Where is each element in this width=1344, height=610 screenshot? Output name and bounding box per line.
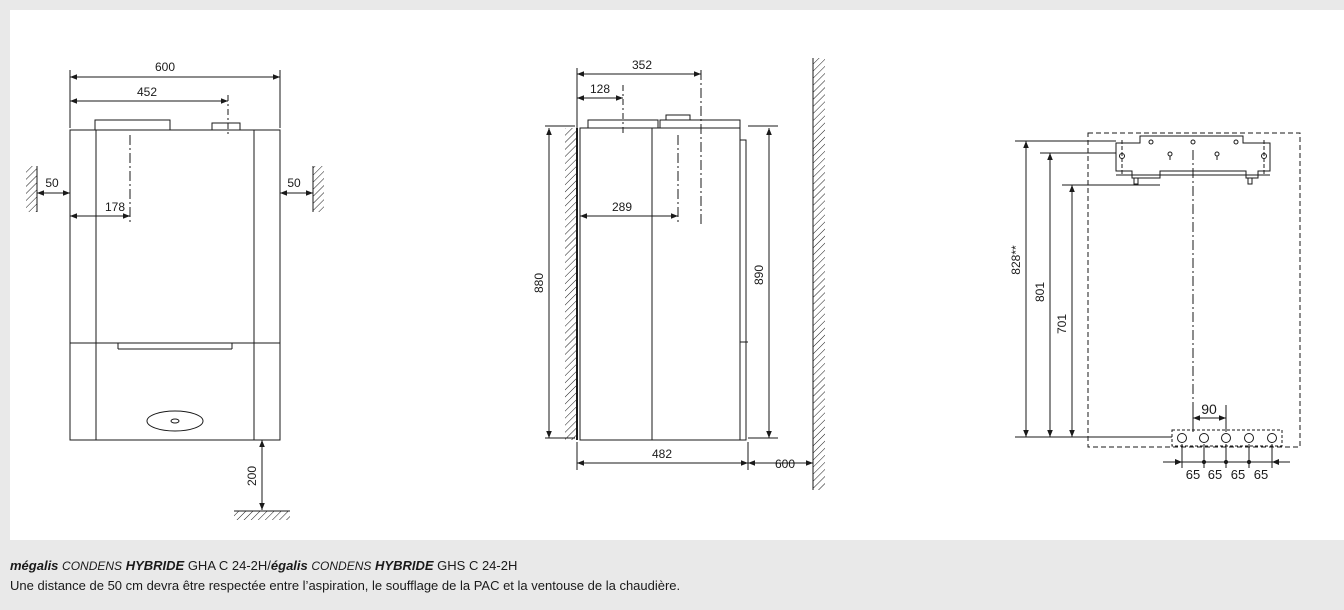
dim-mid-height: 801 bbox=[1033, 282, 1047, 302]
dim-pipe-spacing: 90 bbox=[1201, 401, 1217, 417]
model2-type: HYBRIDE bbox=[375, 558, 434, 573]
model1-ref: GHA C 24-2H/ bbox=[184, 558, 271, 573]
dim-left-height: 880 bbox=[532, 273, 546, 293]
model2-name: égalis bbox=[270, 558, 308, 573]
dim-spacing-1: 65 bbox=[1186, 467, 1200, 482]
side-view bbox=[545, 58, 825, 490]
caption-note: Une distance de 50 cm devra être respect… bbox=[10, 578, 681, 593]
right-wall bbox=[313, 166, 324, 212]
boiler-outline bbox=[1087, 132, 1301, 448]
dim-flue-depth: 289 bbox=[612, 200, 632, 214]
dim-total-height: 828** bbox=[1009, 245, 1023, 275]
boiler-front-body bbox=[69, 129, 281, 441]
dim-depth: 482 bbox=[652, 447, 672, 461]
front-view bbox=[26, 70, 324, 520]
dim-low-height: 701 bbox=[1055, 314, 1069, 334]
flue-collar bbox=[94, 119, 171, 131]
dim-front-flue: 452 bbox=[137, 85, 157, 99]
model1-type: HYBRIDE bbox=[125, 558, 185, 573]
connection-plate bbox=[1171, 429, 1283, 447]
pipe-connection bbox=[1221, 433, 1231, 443]
dim-right-height: 890 bbox=[752, 265, 766, 285]
figure-caption: mégalis CONDENS HYBRIDE GHA C 24-2H/égal… bbox=[10, 556, 680, 595]
dim-left-clearance: 50 bbox=[45, 176, 59, 190]
pipe-connection bbox=[1244, 433, 1254, 443]
front-wall bbox=[813, 58, 825, 490]
dim-floor-clearance: 200 bbox=[245, 466, 259, 486]
pipe-connection bbox=[1177, 433, 1187, 443]
back-wall bbox=[565, 128, 577, 440]
bracket-view bbox=[1015, 132, 1301, 468]
dim-side-inner: 128 bbox=[590, 82, 610, 96]
dim-front-width: 600 bbox=[155, 60, 175, 74]
pipe-connection bbox=[1199, 433, 1209, 443]
dim-side-outer: 352 bbox=[632, 58, 652, 72]
dim-spacing-4: 65 bbox=[1254, 467, 1268, 482]
caption-models: mégalis CONDENS HYBRIDE GHA C 24-2H/égal… bbox=[10, 556, 680, 576]
dim-spacing-3: 65 bbox=[1231, 467, 1245, 482]
model2-series: CONDENS bbox=[311, 559, 372, 573]
model1-series: CONDENS bbox=[62, 559, 123, 573]
model2-ref: GHS C 24-2H bbox=[433, 558, 518, 573]
floor bbox=[234, 511, 290, 520]
dim-front-clearance: 600 bbox=[775, 457, 795, 471]
dimension-labels: 600 452 50 50 178 200 352 128 289 880 89… bbox=[45, 58, 1268, 486]
dim-right-clearance: 50 bbox=[287, 176, 301, 190]
pipe-connection bbox=[1267, 433, 1277, 443]
boiler-side-body bbox=[579, 127, 741, 441]
model1-name: mégalis bbox=[10, 558, 59, 573]
control-knob bbox=[146, 410, 204, 432]
dim-spacing-2: 65 bbox=[1208, 467, 1222, 482]
dim-front-inner: 178 bbox=[105, 200, 125, 214]
left-wall bbox=[26, 166, 37, 212]
